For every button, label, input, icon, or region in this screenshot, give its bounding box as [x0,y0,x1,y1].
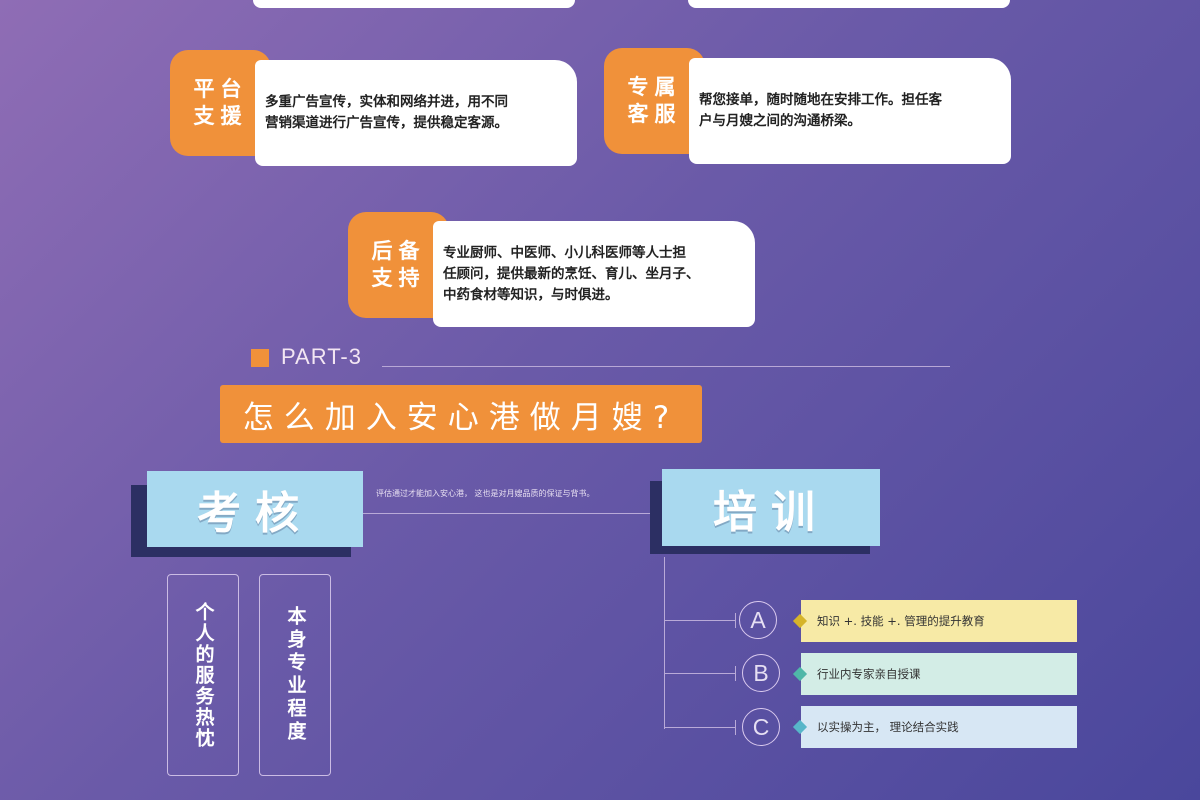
training-item-text: 行业内专家亲自授课 [817,667,921,681]
tag-line: 专属 [627,75,682,99]
feature-desc-platform: 多重广告宣传，实体和网络并进，用不同 营销渠道进行广告宣传，提供稳定客源。 [255,60,577,166]
branch-end-a [735,613,736,628]
desc-line: 中药食材等知识，与时俱进。 [443,286,619,303]
tag-line: 后备 [371,239,426,263]
branch-end-b [735,666,736,681]
branch-end-c [735,720,736,735]
tag-line: 客服 [627,102,682,126]
assessment-title: 考核 [147,471,363,547]
feature-desc-support: 专业厨师、中医师、小儿科医师等人士担 任顾问，提供最新的烹饪、育儿、坐月子、 中… [433,221,755,327]
part-marker-icon [251,349,269,367]
feature-tag-service: 专属 客服 [604,48,705,154]
training-item-b: 行业内专家亲自授课 [801,653,1077,695]
feature-tag-support: 后备 支持 [348,212,449,318]
desc-line: 帮您接单，随时随地在安排工作。担任客 [699,92,942,108]
training-trunk-line [664,557,665,729]
tag-line: 支援 [193,104,248,128]
tag-line: 平台 [193,77,248,101]
assessment-note: 评估通过才能加入安心港， 这也是对月嫂品质的保证与背书。 [376,489,595,498]
page-title: 怎么加入安心港做月嫂? [220,385,702,443]
desc-line: 户与月嫂之间的沟通桥梁。 [699,113,861,129]
top-card-left [253,0,575,8]
top-card-right [688,0,1010,8]
assessment-item-text: 本身专业程度 [284,606,307,744]
assessment-item-professional: 本身专业程度 [259,574,331,776]
letter-circle-a: A [739,601,777,639]
desc-line: 多重广告宣传，实体和网络并进，用不同 [265,94,508,110]
assessment-item-text: 个人的服务热忱 [192,601,215,749]
part-label: PART-3 [281,344,362,369]
feature-tag-platform: 平台 支援 [170,50,271,156]
training-title: 培训 [662,469,880,546]
training-item-c: 以实操为主， 理论结合实践 [801,706,1077,748]
letter-circle-b: B [742,654,780,692]
connector-line [363,513,650,514]
assessment-item-enthusiasm: 个人的服务热忱 [167,574,239,776]
branch-line-b [664,673,736,674]
desc-line: 专业厨师、中医师、小儿科医师等人士担 [443,244,686,261]
branch-line-a [664,620,736,621]
training-item-a: 知识 +. 技能 +. 管理的提升教育 [801,600,1077,642]
training-item-text: 知识 +. 技能 +. 管理的提升教育 [817,614,985,628]
tag-line: 支持 [371,266,426,290]
part-divider [382,366,950,367]
branch-line-c [664,727,736,728]
feature-desc-service: 帮您接单，随时随地在安排工作。担任客 户与月嫂之间的沟通桥梁。 [689,58,1011,164]
desc-line: 营销渠道进行广告宣传，提供稳定客源。 [265,115,508,131]
letter-circle-c: C [742,708,780,746]
desc-line: 任顾问，提供最新的烹饪、育儿、坐月子、 [443,265,700,282]
training-item-text: 以实操为主， 理论结合实践 [817,720,959,734]
